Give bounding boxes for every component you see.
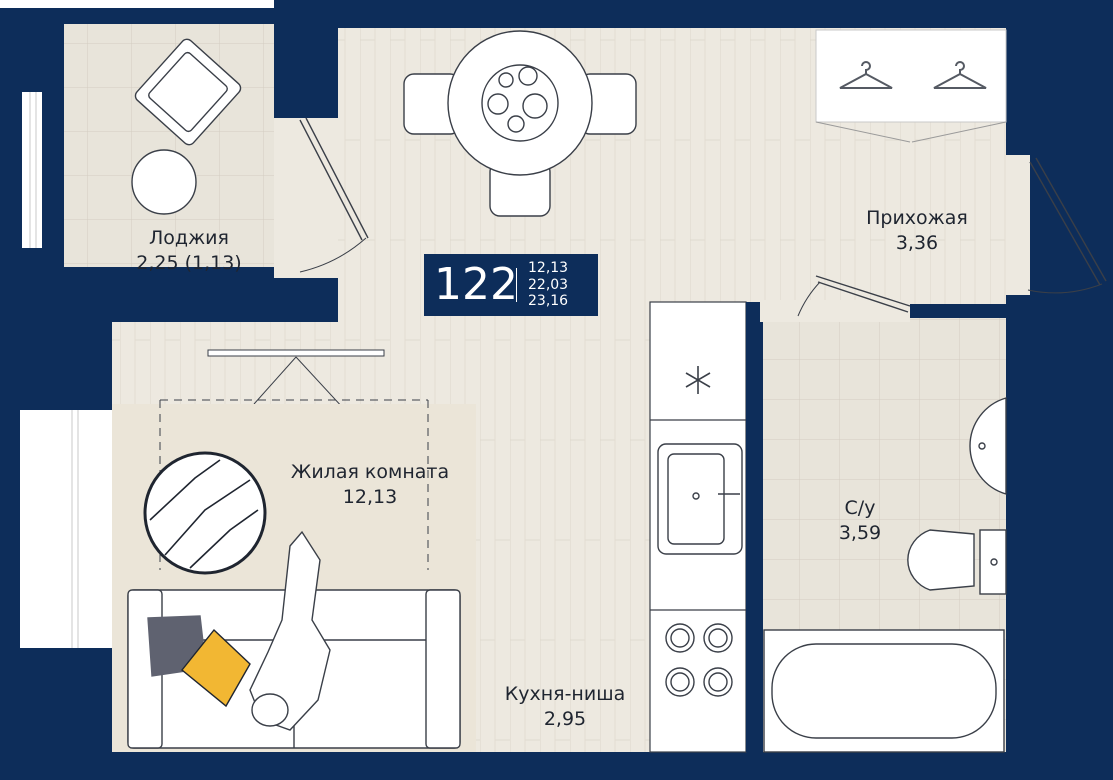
room-label-kitchen: Кухня-ниша 2,95 bbox=[480, 682, 650, 732]
entrance-opening bbox=[1006, 155, 1030, 295]
bathroom-top-wall bbox=[910, 304, 1006, 318]
room-label-bathroom: С/у 3,59 bbox=[810, 496, 910, 546]
total-area-with-loggia-value: 23,16 bbox=[528, 293, 569, 309]
dining-table-icon bbox=[403, 30, 637, 217]
room-label-hallway: Прихожая 3,36 bbox=[842, 206, 992, 256]
room-name: Кухня-ниша bbox=[504, 683, 626, 705]
bathroom-wall bbox=[746, 302, 760, 752]
armchair-icon bbox=[134, 38, 242, 146]
loggia-door-opening bbox=[274, 118, 338, 278]
toilet-icon bbox=[907, 529, 1007, 595]
bathroom-door bbox=[797, 275, 911, 317]
wardrobe bbox=[815, 29, 1007, 143]
entrance-door bbox=[1027, 157, 1107, 294]
sink-icon bbox=[657, 443, 743, 555]
badge-separator bbox=[516, 268, 517, 302]
coffee-table-icon bbox=[143, 451, 267, 575]
living-area-value: 12,13 bbox=[528, 260, 569, 276]
apartment-number: 122 bbox=[434, 259, 518, 310]
bathtub-icon bbox=[763, 629, 1005, 753]
tv-stand bbox=[207, 349, 385, 357]
bath-door-opening bbox=[760, 300, 910, 322]
snowflake-icon bbox=[685, 366, 711, 394]
room-name: Лоджия bbox=[149, 227, 229, 249]
apartment-badge: 122 12,13 22,03 23,16 bbox=[424, 254, 598, 316]
living-window bbox=[20, 410, 112, 648]
room-area: 2,25 (1,13) bbox=[136, 252, 242, 274]
total-area-value: 22,03 bbox=[528, 276, 569, 293]
outside-top-left bbox=[0, 0, 274, 8]
room-label-living: Жилая комната 12,13 bbox=[262, 460, 478, 510]
loggia-door bbox=[299, 117, 369, 273]
hanger-icon bbox=[933, 61, 987, 89]
room-name: С/у bbox=[844, 497, 876, 519]
loggia-window bbox=[22, 92, 42, 248]
apartment-areas: 12,13 22,03 23,16 bbox=[528, 260, 568, 310]
room-name: Прихожая bbox=[866, 207, 968, 229]
room-area: 12,13 bbox=[342, 486, 398, 508]
person-icon bbox=[249, 530, 331, 731]
hanger-icon bbox=[839, 61, 893, 89]
side-table-icon bbox=[131, 149, 197, 215]
room-area: 3,36 bbox=[895, 232, 939, 254]
room-area: 3,59 bbox=[838, 522, 882, 544]
room-area: 2,95 bbox=[543, 708, 587, 730]
kitchen-floor bbox=[476, 300, 652, 752]
stove-icon bbox=[665, 623, 733, 697]
washbasin-icon bbox=[969, 397, 1007, 495]
room-name: Жилая комната bbox=[290, 461, 450, 483]
room-label-loggia: Лоджия 2,25 (1,13) bbox=[114, 226, 264, 276]
